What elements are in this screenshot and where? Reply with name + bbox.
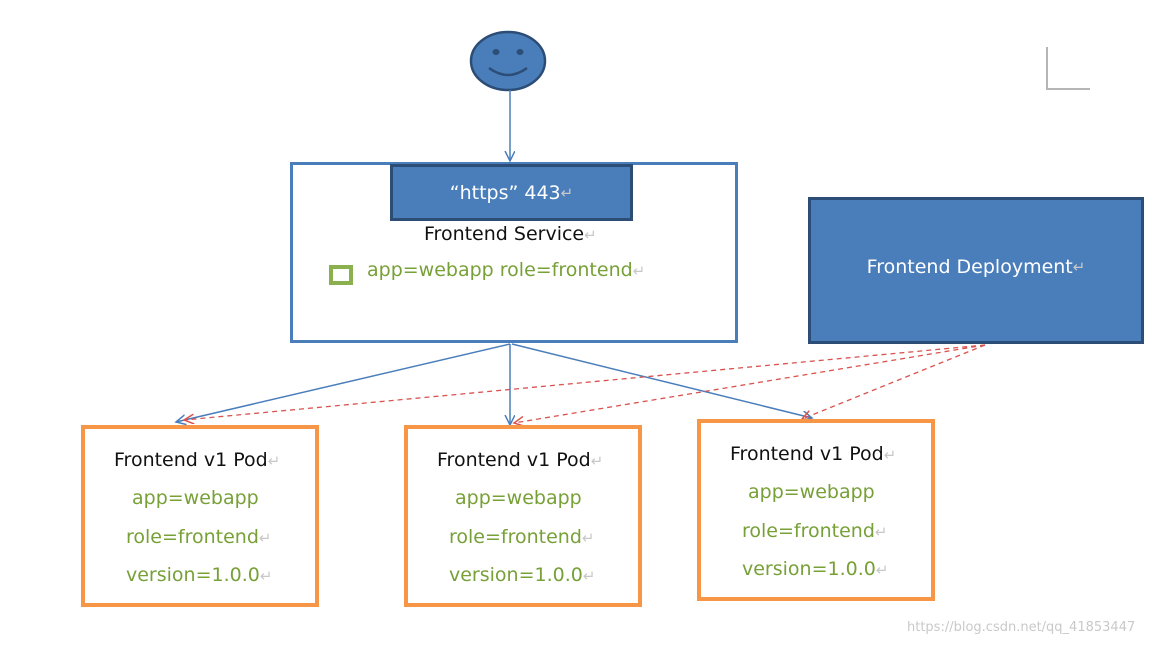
- deployment-to-pod-1-arrow: [184, 344, 986, 420]
- return-mark: ↵: [560, 183, 574, 202]
- deployment-to-pod-3-arrow: [802, 344, 986, 419]
- pod-1: Frontend v1 Pod↵ app=webapp role=fronten…: [81, 425, 319, 607]
- selector-swatch-icon: [329, 265, 353, 285]
- return-mark: ↵: [1072, 257, 1086, 276]
- pod-title: Frontend v1 Pod↵: [114, 449, 281, 471]
- pod-2: Frontend v1 Pod↵ app=webapp role=fronten…: [404, 425, 642, 607]
- deployment-to-pod-2-arrow: [514, 344, 986, 423]
- service-port-tab: “https” 443↵: [390, 164, 633, 221]
- pod-label-app: app=webapp: [748, 481, 875, 503]
- pod-label-app: app=webapp: [132, 487, 259, 509]
- pod-label-version: version=1.0.0↵: [126, 564, 273, 586]
- pod-label-version: version=1.0.0↵: [449, 564, 596, 586]
- user-icon: [469, 30, 547, 92]
- pod-title: Frontend v1 Pod↵: [437, 449, 604, 471]
- watermark: https://blog.csdn.net/qq_41853447: [907, 620, 1136, 635]
- frontend-deployment-box: Frontend Deployment↵: [808, 197, 1144, 344]
- pod-title: Frontend v1 Pod↵: [730, 443, 897, 465]
- corner-mark: [1046, 47, 1090, 90]
- service-selector: app=webapp role=frontend↵: [367, 259, 646, 281]
- service-title: Frontend Service↵: [424, 223, 597, 245]
- return-mark: ↵: [632, 262, 646, 280]
- pod-3: Frontend v1 Pod↵ app=webapp role=fronten…: [697, 419, 935, 601]
- deployment-title: Frontend Deployment: [866, 255, 1073, 278]
- pod-label-version: version=1.0.0↵: [742, 558, 889, 580]
- pod-label-role: role=frontend↵: [449, 526, 595, 548]
- service-to-pod-1-arrow: [176, 343, 511, 422]
- pod-label-app: app=webapp: [455, 487, 582, 509]
- return-mark: ↵: [584, 226, 597, 244]
- service-to-pod-3-arrow: [511, 343, 812, 418]
- pod-label-role: role=frontend↵: [742, 520, 888, 542]
- pod-label-role: role=frontend↵: [126, 526, 272, 548]
- service-port-label: “https” 443: [449, 181, 561, 204]
